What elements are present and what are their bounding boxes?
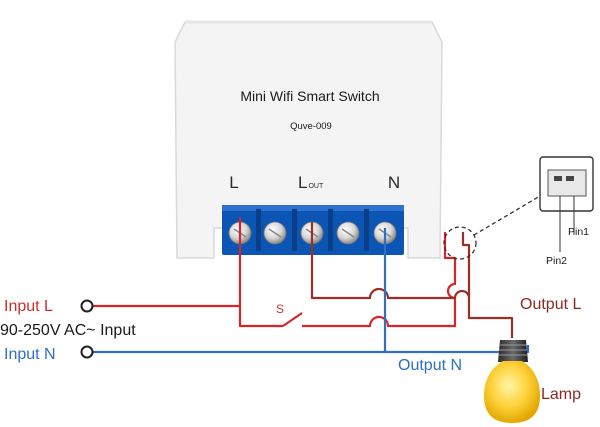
switch-label: S bbox=[276, 302, 284, 316]
input-l-wire bbox=[92, 217, 242, 308]
lamp-label: Lamp bbox=[541, 386, 581, 403]
terminal-screw bbox=[263, 221, 287, 245]
device-model: Quve-009 bbox=[290, 121, 332, 132]
output-l-label: Output L bbox=[520, 296, 581, 313]
device-title: Mini Wifi Smart Switch bbox=[240, 88, 379, 104]
ac-input-label: 90-250V AC~ Input bbox=[0, 322, 136, 339]
input-n-label: Input N bbox=[4, 346, 56, 363]
output-l-lamp-wire bbox=[467, 298, 514, 338]
pin2-wire bbox=[443, 232, 457, 313]
output-l-wire bbox=[310, 222, 471, 300]
input-n-terminal bbox=[80, 345, 94, 359]
switch-lead-wire bbox=[238, 306, 283, 328]
input-l-terminal bbox=[80, 299, 94, 313]
terminal-screw bbox=[336, 221, 360, 245]
switch-contact bbox=[282, 312, 303, 327]
switch-out-wire bbox=[302, 313, 457, 328]
switch-module: Mini Wifi Smart Switch Quve-009 L LOUT N bbox=[174, 20, 443, 259]
terminal-label-lout: LOUT bbox=[298, 173, 324, 192]
lamp-bulb bbox=[484, 340, 540, 423]
terminal-label-n: N bbox=[388, 173, 400, 192]
pin1-label: Pin1 bbox=[568, 226, 589, 238]
connector-callout bbox=[443, 156, 594, 260]
pin2-label: Pin2 bbox=[546, 255, 567, 267]
output-n-label: Output N bbox=[398, 357, 462, 374]
terminal-label-l: L bbox=[229, 173, 238, 192]
input-n-wire bbox=[92, 345, 530, 354]
input-l-label: Input L bbox=[4, 298, 53, 315]
